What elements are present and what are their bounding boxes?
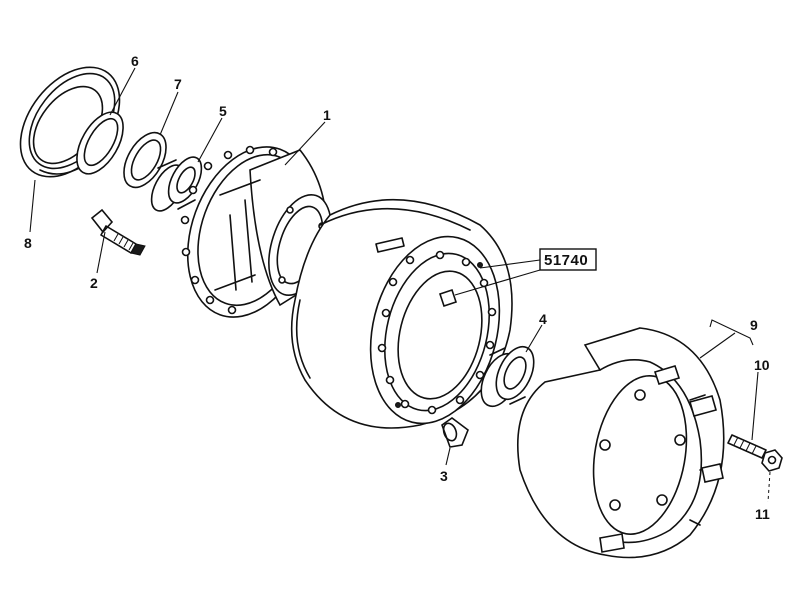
callout-4: 4: [539, 311, 547, 327]
part-4-bearing: [480, 345, 535, 408]
part-11-nut: [761, 449, 783, 472]
callout-2: 2: [90, 275, 98, 291]
part-6-seal-ring: [76, 111, 124, 175]
part-9-brake-carrier: [517, 327, 725, 559]
callout-10: 10: [754, 357, 770, 373]
part-2-wheel-stud: [90, 208, 146, 256]
callout-3: 3: [440, 468, 448, 484]
callouts: 6 7 5 1 8 2 4 3 9 10 11: [24, 53, 770, 522]
callout-11: 11: [755, 506, 770, 522]
reference-code: 51740: [544, 252, 588, 269]
part-5-bearing: [150, 156, 203, 212]
brake-drum: [290, 198, 513, 429]
leader-lines: [29, 67, 771, 503]
callout-8: 8: [24, 235, 32, 251]
callout-5: 5: [219, 103, 227, 119]
callout-1: 1: [323, 107, 331, 123]
reference-box: 51740: [539, 248, 597, 271]
part-10-bolt: [727, 434, 767, 459]
part-3-nut: [441, 417, 469, 448]
callout-9: 9: [750, 317, 758, 333]
callout-6: 6: [131, 53, 139, 69]
callout-7: 7: [174, 76, 182, 92]
